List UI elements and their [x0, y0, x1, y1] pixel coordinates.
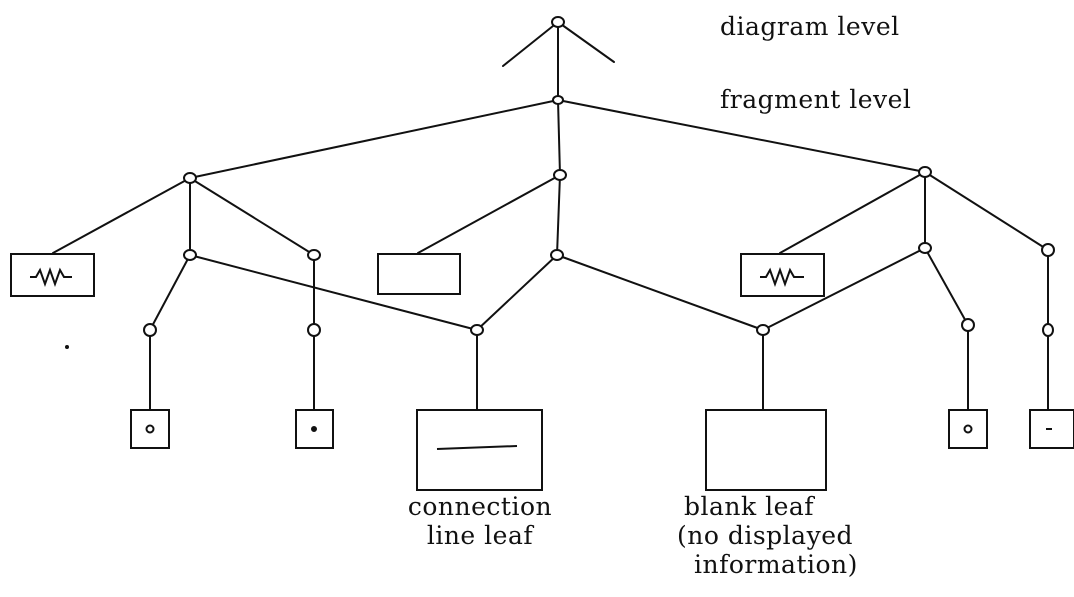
- edge-root-left: [189, 99, 559, 179]
- connection-leaf-label-line2: line leaf: [426, 521, 534, 550]
- blank-leaf-label-line3: information): [694, 550, 858, 579]
- dot-terminal-leaf: [295, 409, 334, 449]
- resistor-leaf-left: [10, 253, 95, 297]
- node-right: [918, 166, 932, 178]
- blank-leaf-label-line1: blank leaf: [684, 492, 815, 521]
- edge-n1-to-n3: [149, 254, 191, 331]
- edge-n6-to-n8: [924, 247, 969, 326]
- node-left: [183, 172, 197, 184]
- blank-leaf: [705, 409, 827, 491]
- node-middle: [553, 169, 567, 181]
- fragment-level-node: [552, 95, 564, 105]
- dot-terminal-icon: [311, 426, 317, 432]
- edge-mid-to-box: [417, 174, 561, 254]
- edge-left-to-n2: [189, 177, 315, 256]
- node-blank-junction: [756, 324, 770, 336]
- empty-box-leaf: [377, 253, 461, 295]
- edge-n1-to-connection: [189, 254, 478, 331]
- node-n7: [1041, 243, 1055, 257]
- edge-n5-to-connection: [476, 254, 558, 331]
- edge-right-to-n7: [924, 171, 1049, 251]
- edge-n5-to-blank: [556, 254, 764, 331]
- node-n1: [183, 249, 197, 261]
- edge-n6-to-blank: [762, 247, 926, 331]
- connection-line-icon: [436, 445, 518, 450]
- circle-terminal-leaf: [130, 409, 170, 449]
- circle-terminal-icon: [963, 424, 973, 434]
- fragment-level-label: fragment level: [720, 85, 912, 114]
- node-connection-junction: [470, 324, 484, 336]
- edge-right-to-resistor: [779, 171, 926, 254]
- node-n4: [307, 323, 321, 337]
- node-n6: [918, 242, 932, 254]
- resistor-symbol-icon: [760, 267, 804, 287]
- resistor-symbol-icon: [30, 267, 72, 287]
- edge-root-right: [557, 99, 926, 173]
- circle-terminal-icon: [145, 424, 155, 434]
- node-n2: [307, 249, 321, 261]
- edge-root-middle: [557, 99, 561, 176]
- node-n3: [143, 323, 157, 337]
- connection-leaf-label-line1: connection: [407, 492, 553, 521]
- edge-left-to-resistor: [52, 177, 191, 254]
- node-n9: [1042, 323, 1054, 337]
- diagram-level-label: diagram level: [720, 12, 900, 41]
- edge-mid-to-n5: [556, 174, 561, 256]
- connection-line-leaf: [416, 409, 543, 491]
- diagram-level-left-line: [502, 21, 559, 67]
- diagram-level-right-line: [557, 21, 615, 63]
- diagram-level-node: [551, 16, 565, 28]
- node-n8: [961, 318, 975, 332]
- stray-dot: [65, 345, 69, 349]
- blank-leaf-label-line2: (no displayed: [677, 521, 854, 550]
- node-n5: [550, 249, 564, 261]
